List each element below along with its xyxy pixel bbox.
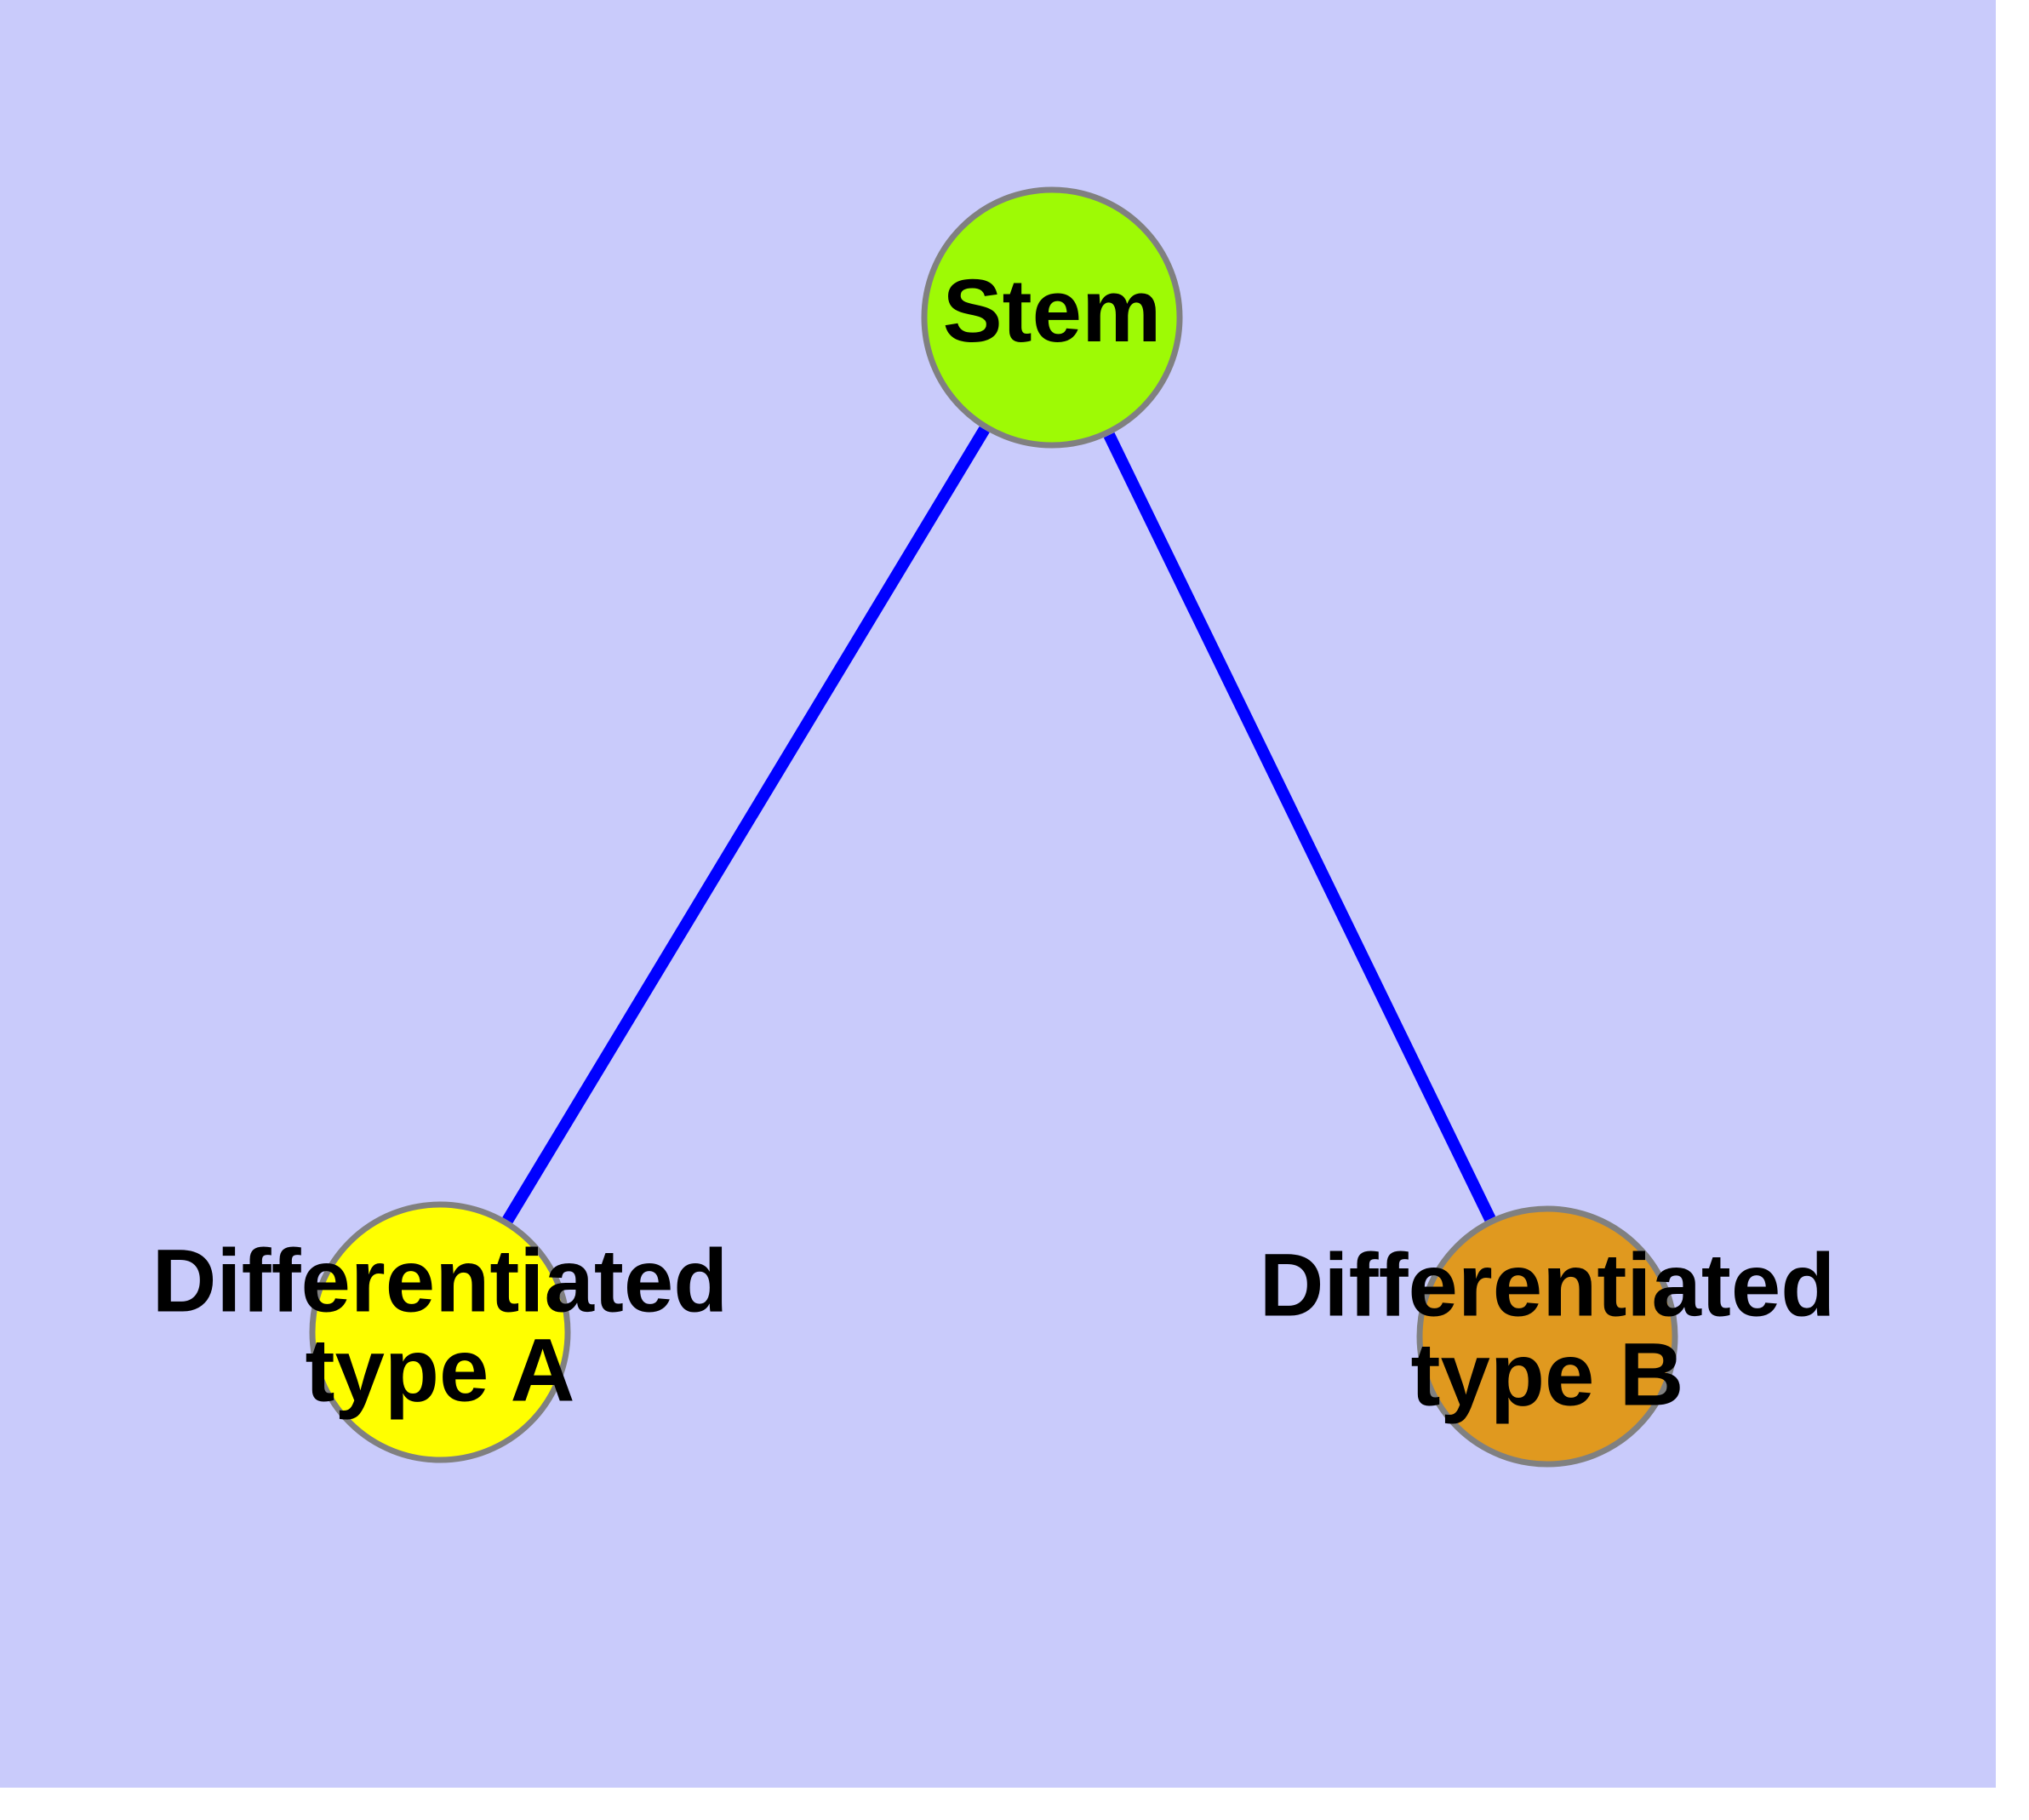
graph-node-stem[interactable] <box>921 186 1183 449</box>
node-layer <box>309 186 1678 1468</box>
graph-edge[interactable] <box>502 426 990 1224</box>
graph-node-label-line: Stem <box>943 261 1162 361</box>
edge-layer <box>502 426 1496 1224</box>
graph-node-label-line: Differentiated <box>1260 1235 1836 1335</box>
graph-node-label-line: Differentiated <box>152 1231 729 1331</box>
graph-node-label-stem: Stem <box>943 261 1162 361</box>
graph-node-label-line: type A <box>306 1320 575 1420</box>
graph-node-diff_b[interactable] <box>1416 1205 1678 1468</box>
graph-edge[interactable] <box>1103 432 1496 1222</box>
graph-node-diff_a[interactable] <box>309 1201 571 1463</box>
graph-node-label-line: type B <box>1411 1325 1684 1424</box>
